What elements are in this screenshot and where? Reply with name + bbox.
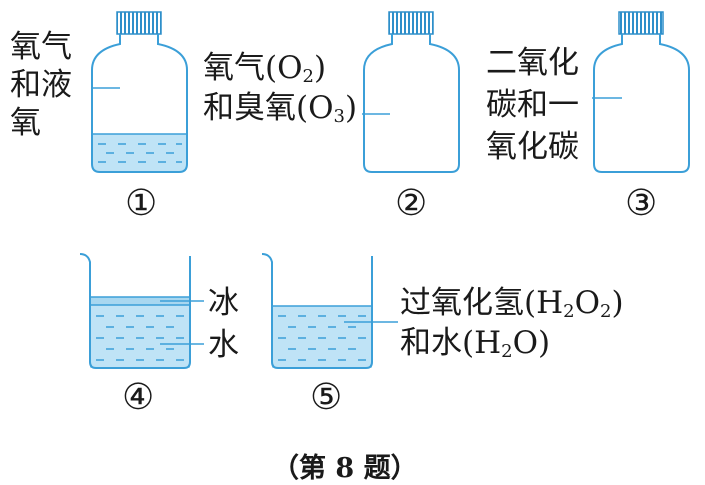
bottle-2: [362, 11, 460, 173]
label-line: 氧化碳: [486, 126, 579, 168]
item-number-4: ④: [122, 377, 155, 418]
beaker-4-dashes: [96, 315, 184, 361]
bottle-3: [592, 11, 690, 173]
beaker-5-outline: [261, 253, 373, 369]
bottle-1-outline: [91, 34, 188, 173]
label-text: 和水(H: [400, 325, 502, 361]
label-text: O: [574, 285, 601, 321]
label-text: ): [344, 90, 358, 126]
label-text: 水: [208, 327, 239, 363]
bottle-1-dashes: [98, 143, 182, 163]
label-text: 氧气: [10, 29, 72, 65]
bottle-2-outline: [363, 34, 460, 173]
label-text: ): [313, 50, 327, 86]
bottle-3-cap: [618, 11, 664, 35]
item-number-2: ②: [395, 183, 428, 224]
subscript: 2: [563, 301, 575, 322]
bottle-3-outline: [593, 34, 690, 173]
label-line: 碳和一: [486, 84, 579, 126]
label-line: 和水(H2O): [400, 323, 624, 363]
label-item-5: 过氧化氢(H2O2)和水(H2O): [400, 283, 624, 363]
subscript: 2: [501, 341, 513, 362]
label-text: 冰: [208, 285, 239, 321]
label-text: O): [512, 325, 551, 361]
label-item-4: 冰水: [208, 282, 239, 366]
subscript: 2: [302, 66, 314, 87]
bottle-1: [91, 11, 188, 173]
subscript: 3: [333, 106, 345, 127]
label-line: 过氧化氢(H2O2): [400, 283, 624, 323]
figure-caption: （第 8 题）: [272, 453, 418, 484]
label-line: 和臭氧(O3): [203, 88, 357, 128]
beaker-4-outline: [79, 253, 191, 369]
label-text: 二氧化: [486, 45, 579, 81]
label-line: 冰: [208, 282, 239, 324]
bottle-2-cap: [388, 11, 434, 35]
label-text: ): [611, 285, 624, 321]
beaker-5-dashes: [278, 315, 366, 361]
label-text: 氧化碳: [486, 129, 579, 165]
item-number-3: ③: [625, 183, 658, 224]
label-line: 二氧化: [486, 42, 579, 84]
label-line: 和液: [10, 66, 72, 104]
label-line: 氧气(O2): [203, 48, 357, 88]
beaker-4: [79, 253, 204, 369]
subscript: 2: [600, 301, 612, 322]
beaker-4-liquid: [90, 304, 190, 368]
label-text: 和液: [10, 67, 72, 103]
label-text: 碳和一: [486, 87, 579, 123]
label-line: 水: [208, 324, 239, 366]
label-text: 氧气(O: [203, 50, 303, 86]
label-line: 氧: [10, 104, 72, 142]
item-number-5: ⑤: [310, 377, 343, 418]
label-item-1: 氧气和液氧: [10, 28, 72, 142]
bottle-1-cap: [116, 11, 162, 35]
label-text: 氧: [10, 105, 41, 141]
label-item-2: 氧气(O2)和臭氧(O3): [203, 48, 357, 128]
label-item-3: 二氧化碳和一氧化碳: [486, 42, 579, 168]
label-text: 过氧化氢(H: [400, 285, 564, 321]
item-number-1: ①: [125, 183, 158, 224]
beaker-5: [261, 253, 398, 369]
label-text: 和臭氧(O: [203, 90, 334, 126]
label-line: 氧气: [10, 28, 72, 66]
